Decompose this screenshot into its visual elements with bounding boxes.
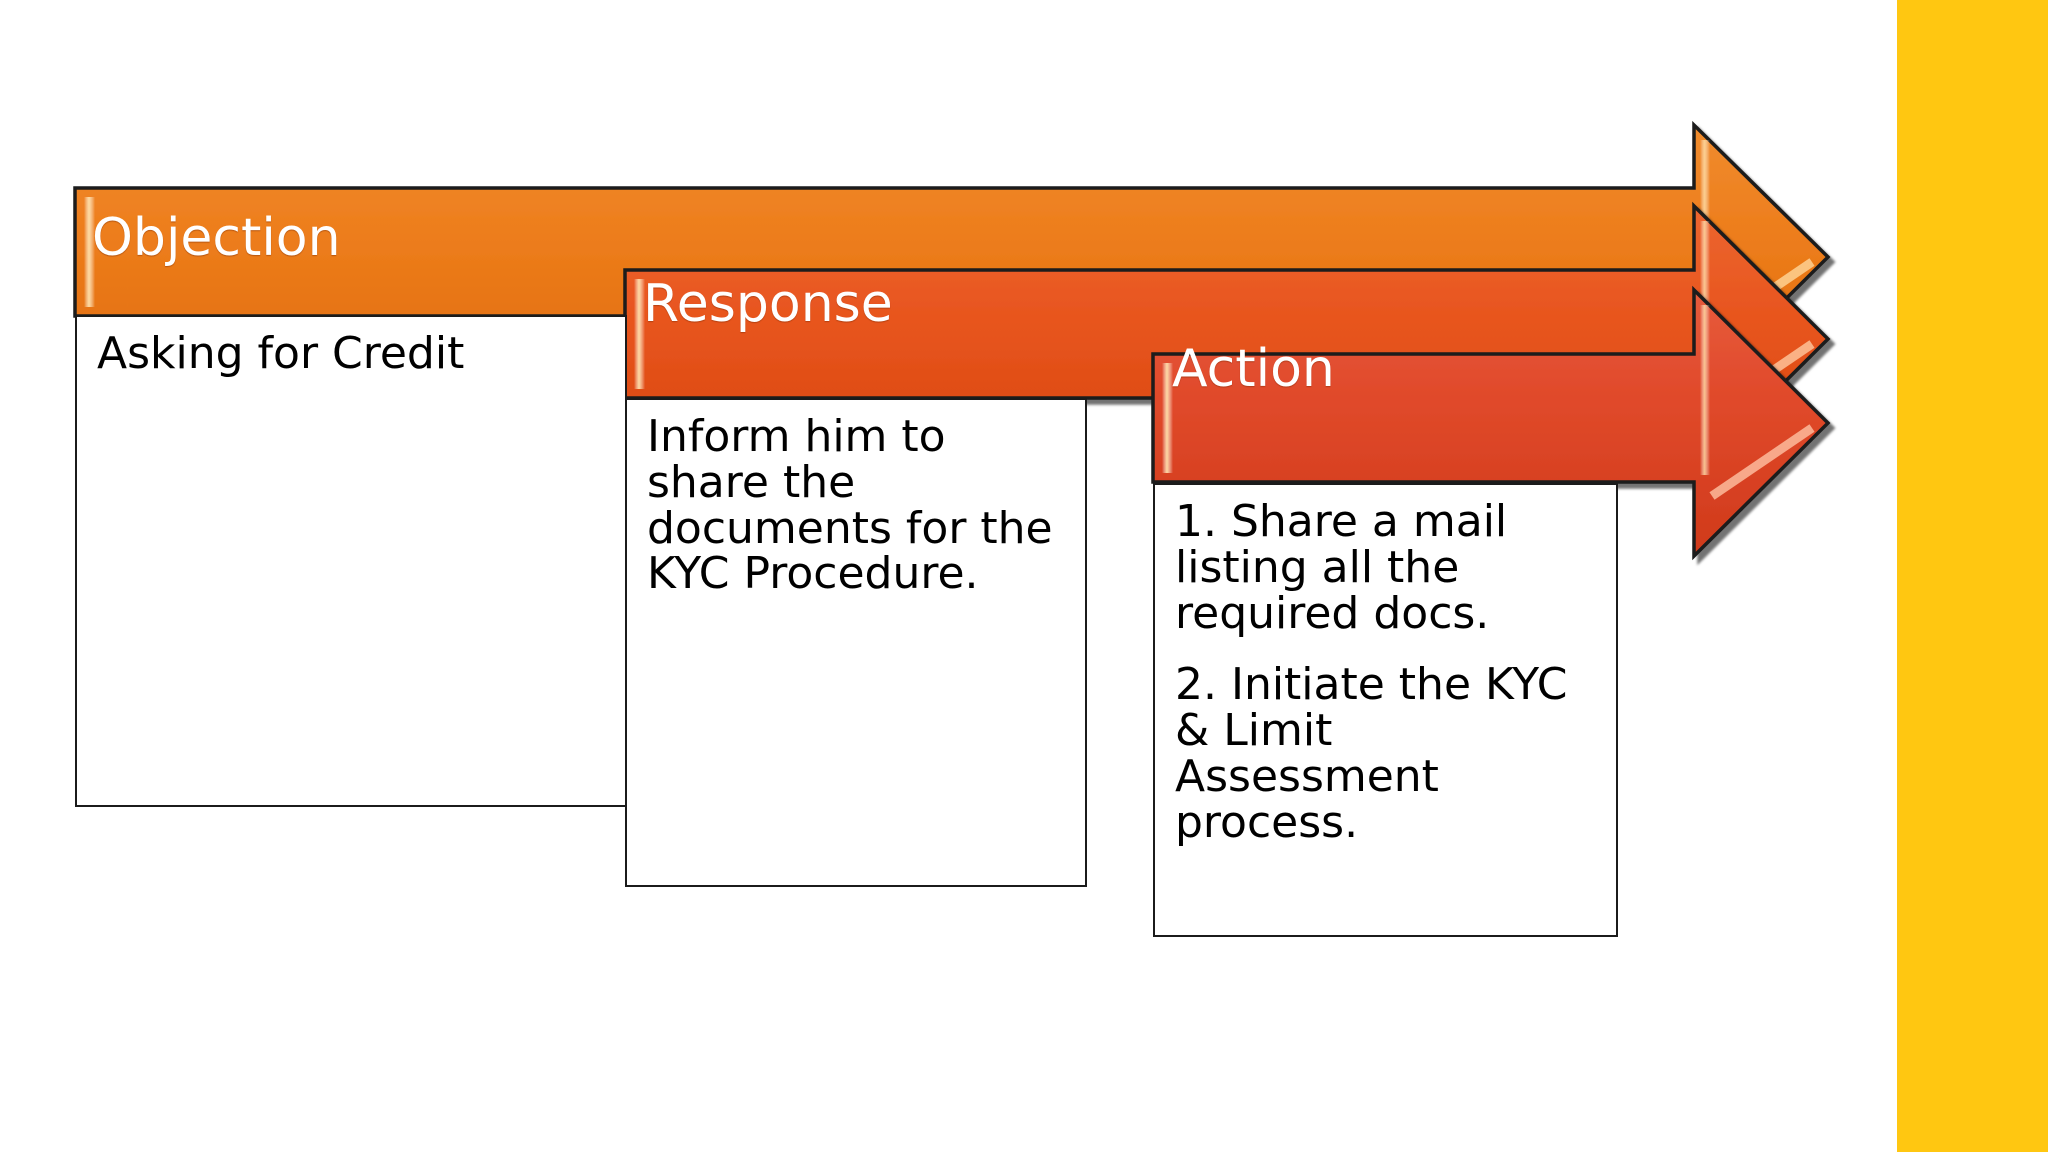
content-inner-response: Inform him to share the documents for th… [627,400,1085,607]
content-box-action: 1. Share a mail listing all the required… [1153,483,1618,937]
arrow-action[interactable] [1151,285,1831,561]
stage-label-response: Response [643,274,893,334]
content-box-response: Inform him to share the documents for th… [625,398,1087,887]
action-line-1: 1. Share a mail listing all the required… [1175,496,1508,639]
content-inner-objection: Asking for Credit [77,317,625,387]
response-line-1: Inform him to share the documents for th… [647,411,1053,600]
content-box-objection: Asking for Credit [75,315,627,807]
stage-label-action: Action [1172,339,1335,399]
content-inner-action: 1. Share a mail listing all the required… [1155,485,1616,881]
stage-label-objection: Objection [92,208,341,268]
objection-line-1: Asking for Credit [97,328,465,379]
action-line-2: 2. Initiate the KYC & Limit Assessment p… [1175,659,1568,848]
accent-band [1897,0,2048,1152]
